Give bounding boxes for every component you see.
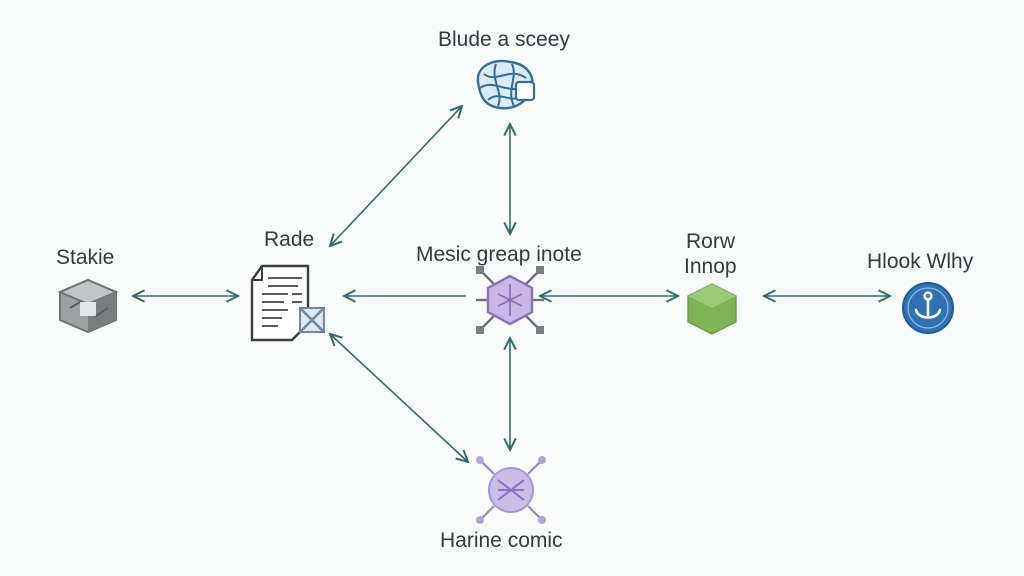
document-icon[interactable]	[248, 262, 332, 342]
edge-rade-blude	[330, 106, 462, 246]
tangle-blob-icon[interactable]	[470, 56, 542, 114]
node-label-mesic: Mesic greap inote	[416, 243, 582, 266]
cube-icon[interactable]	[58, 278, 118, 334]
hub-icon[interactable]	[472, 262, 548, 338]
node-label-hlook: Hlook Wlhy	[867, 250, 974, 273]
edge-rade-harine	[330, 334, 468, 462]
node-label-rorw-line1: Rorw	[686, 230, 736, 253]
purple-node-icon[interactable]	[470, 452, 552, 528]
node-label-harine: Harine comic	[440, 529, 563, 552]
node-label-stakie: Stakie	[56, 246, 115, 269]
node-label-rorw-line2: Innop	[684, 255, 737, 278]
hexagon-icon[interactable]	[686, 282, 738, 336]
node-label-rade: Rade	[264, 228, 315, 251]
anchor-badge-icon[interactable]	[900, 280, 956, 336]
node-label-blude: Blude a sceey	[438, 28, 570, 51]
